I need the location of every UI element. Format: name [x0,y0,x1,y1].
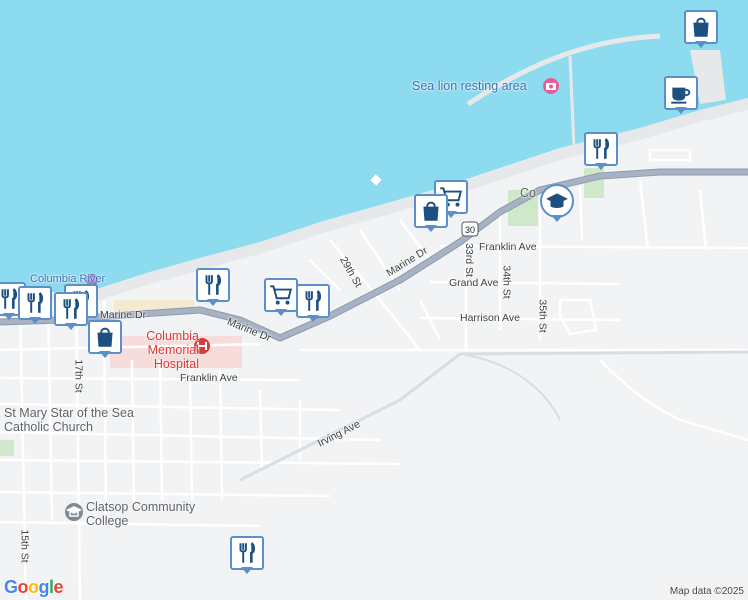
svg-text:30: 30 [465,225,475,235]
shopping-cart-icon [270,285,292,305]
camera-icon [543,78,559,94]
church-label[interactable]: St Mary Star of the Sea Catholic Church [4,406,134,434]
college-marker[interactable] [540,184,574,224]
graduation-cap-icon [65,503,83,521]
street-34th-st: 34th St [500,265,513,299]
street-franklin-ave-west: Franklin Ave [180,372,238,384]
street-15th-st: 15th St [18,529,31,563]
sea-lion-area-label[interactable]: Sea lion resting area [412,79,527,93]
street-grand-ave: Grand Ave [449,277,499,289]
shopping-bag-marker-west[interactable] [88,320,122,360]
coffee-marker[interactable] [664,76,698,116]
fork-knife-icon [305,290,322,311]
street-franklin-ave-east: Franklin Ave [479,241,537,253]
water-area [0,0,748,292]
street-35th-st: 35th St [536,299,549,333]
hospital-cross-icon [194,338,210,354]
street-17th-st: 17th St [72,359,85,393]
street-harrison-ave: Harrison Ave [460,312,520,324]
graduation-cap-icon [546,193,568,209]
fork-knife-icon [1,288,18,309]
irving-ave-road [239,350,748,482]
map-attribution[interactable]: Map data ©2025 [669,586,744,597]
coast-partial-label: Co [520,186,536,200]
fork-knife-icon [205,274,222,295]
restaurant-marker-west-4[interactable] [54,292,88,332]
restaurant-marker-mid2[interactable] [296,284,330,324]
shopping-bag-icon [693,17,709,37]
hospital-label[interactable]: Columbia Memorial Hospital [146,329,199,371]
fork-knife-icon [593,138,610,159]
fork-knife-icon [27,292,44,313]
route-30-shield: 30 [461,221,479,237]
google-logo[interactable]: Google [4,577,64,597]
columbia-river-label: Columbia River [30,273,106,285]
pier-breakwater [466,33,661,107]
restaurant-marker-mid[interactable] [196,268,230,308]
shopping-bag-marker-east[interactable] [414,194,448,234]
street-33rd-st: 33rd St [462,243,475,277]
shopping-cart-marker-mid[interactable] [264,278,298,318]
restaurant-marker-south[interactable] [230,536,264,576]
shopping-bag-icon [423,201,439,221]
fork-knife-icon [239,542,256,563]
fork-knife-icon [63,298,80,319]
restaurant-marker-east[interactable] [584,132,618,172]
shopping-bag-icon [97,327,113,347]
coffee-cup-icon [671,87,691,104]
shopping-bag-marker-top[interactable] [684,10,718,50]
river-poi-icon [86,274,98,286]
street-marine-dr-a: Marine Dr [100,309,147,321]
restaurant-marker-west-2[interactable] [18,286,52,326]
shore-strip [0,98,748,304]
college-label[interactable]: Clatsop Community College [86,500,196,528]
